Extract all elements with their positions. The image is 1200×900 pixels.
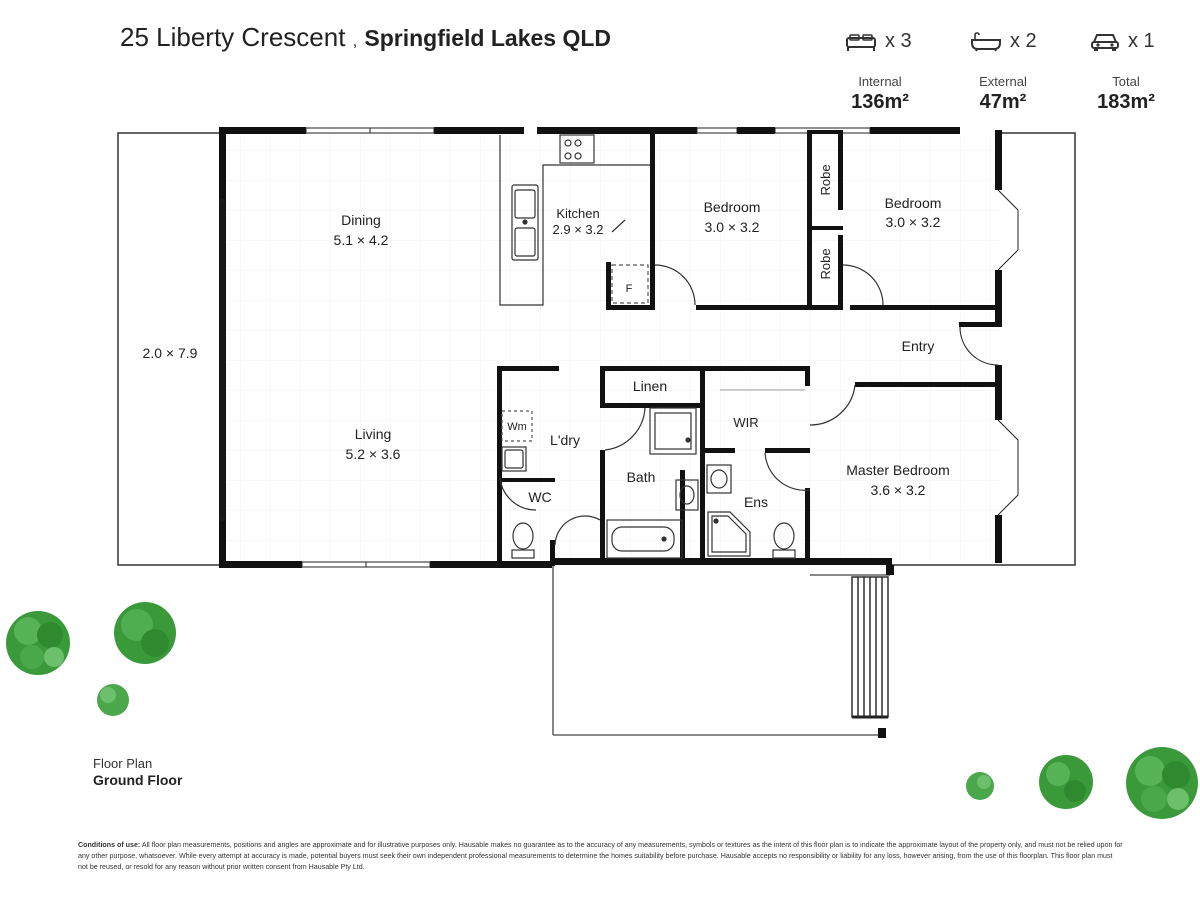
ensuite-label: Ens [744,494,768,510]
washing-machine-space [501,410,533,442]
shower-icon [649,407,697,455]
floor-texture [225,135,1000,560]
tree-icon [6,611,70,675]
patio-size: 2.0 × 7.9 [143,345,198,361]
basin-icon [675,479,699,511]
internal-area: Internal 136m² [830,74,930,114]
bedroom-3-label: Bedroom [885,195,942,211]
patio [117,132,1076,566]
bedroom-2-label: Bedroom [704,199,761,215]
bedroom-count: x 3 [845,30,912,53]
master-bedroom-size: 3.6 × 3.2 [871,482,926,498]
internal-area-label: Internal [858,74,902,89]
robe-2-label: Robe [818,248,833,279]
tree-icon [966,772,994,800]
washing-machine-label: Wm [507,421,527,433]
external-area-label: External [979,74,1027,89]
dining-label: Dining [341,212,381,228]
laundry-label: L'dry [550,432,580,448]
total-area-label: Total [1112,74,1140,89]
conditions-title: Conditions of use: [78,841,141,849]
toilet-icon [511,522,535,559]
dining-size: 5.1 × 4.2 [334,232,389,248]
sink-icon [511,184,539,261]
suburb: Springfield Lakes QLD [364,25,612,51]
bed-icon [846,33,876,51]
interior-walls [497,130,1002,566]
carport-post [878,728,886,738]
kitchen-size: 2.9 × 3.2 [553,222,604,237]
kitchen-bench [499,134,650,306]
car-icon [1091,33,1119,51]
bedroom-2-size: 3.0 × 3.2 [705,219,760,235]
wir-label: WIR [733,415,758,430]
internal-area-value: 136m² [851,91,909,113]
carport [552,565,890,736]
tree-icon [1126,747,1198,819]
stairs [851,576,889,719]
street-address: 25 Liberty Crescent [120,22,346,52]
floor-name: Ground Floor [93,772,183,788]
bedroom-count-value: x 3 [885,30,912,52]
toilet-icon [772,522,796,559]
fridge-space [611,264,649,304]
living-label: Living [355,426,392,442]
bathroom-count-value: x 2 [1010,30,1037,52]
tree-icon [114,602,176,664]
master-bedroom-label: Master Bedroom [846,462,949,478]
car-count: x 1 [1090,30,1155,53]
living-size: 5.2 × 3.6 [346,446,401,462]
conditions-text: All floor plan measurements, positions a… [78,841,1123,871]
address-separator: , [352,33,358,50]
property-address: 25 Liberty Crescent , Springfield Lakes … [120,22,611,53]
bedroom-3-size: 3.0 × 3.2 [886,214,941,230]
wc-label: WC [528,489,551,505]
fridge-label: F [626,283,633,295]
basin-icon [706,464,732,494]
shower-icon [707,511,751,557]
external-area-value: 47m² [979,91,1027,113]
cooktop-icon [564,139,582,160]
floor-plan-label: Floor Plan [93,756,153,771]
total-area: Total 183m² [1076,74,1176,114]
bathroom-count: x 2 [970,30,1037,53]
robe-1-label: Robe [818,164,833,195]
laundry-tub-icon [501,446,527,472]
entry-label: Entry [902,338,935,354]
car-count-value: x 1 [1128,30,1155,52]
tree-icon [97,684,129,716]
conditions-of-use: Conditions of use: All floor plan measur… [78,840,1123,873]
door-swings [499,219,999,546]
bath-label: Bath [627,469,656,485]
exterior-walls [219,127,1002,568]
external-area: External 47m² [953,74,1053,114]
carport-post [886,565,894,575]
linen-label: Linen [633,378,667,394]
bathtub-fixture [606,519,683,559]
windows [220,127,1019,568]
tree-icon [1039,755,1093,809]
kitchen-label: Kitchen [556,206,599,221]
total-area-value: 183m² [1097,91,1155,113]
bathtub-icon [971,31,1001,51]
